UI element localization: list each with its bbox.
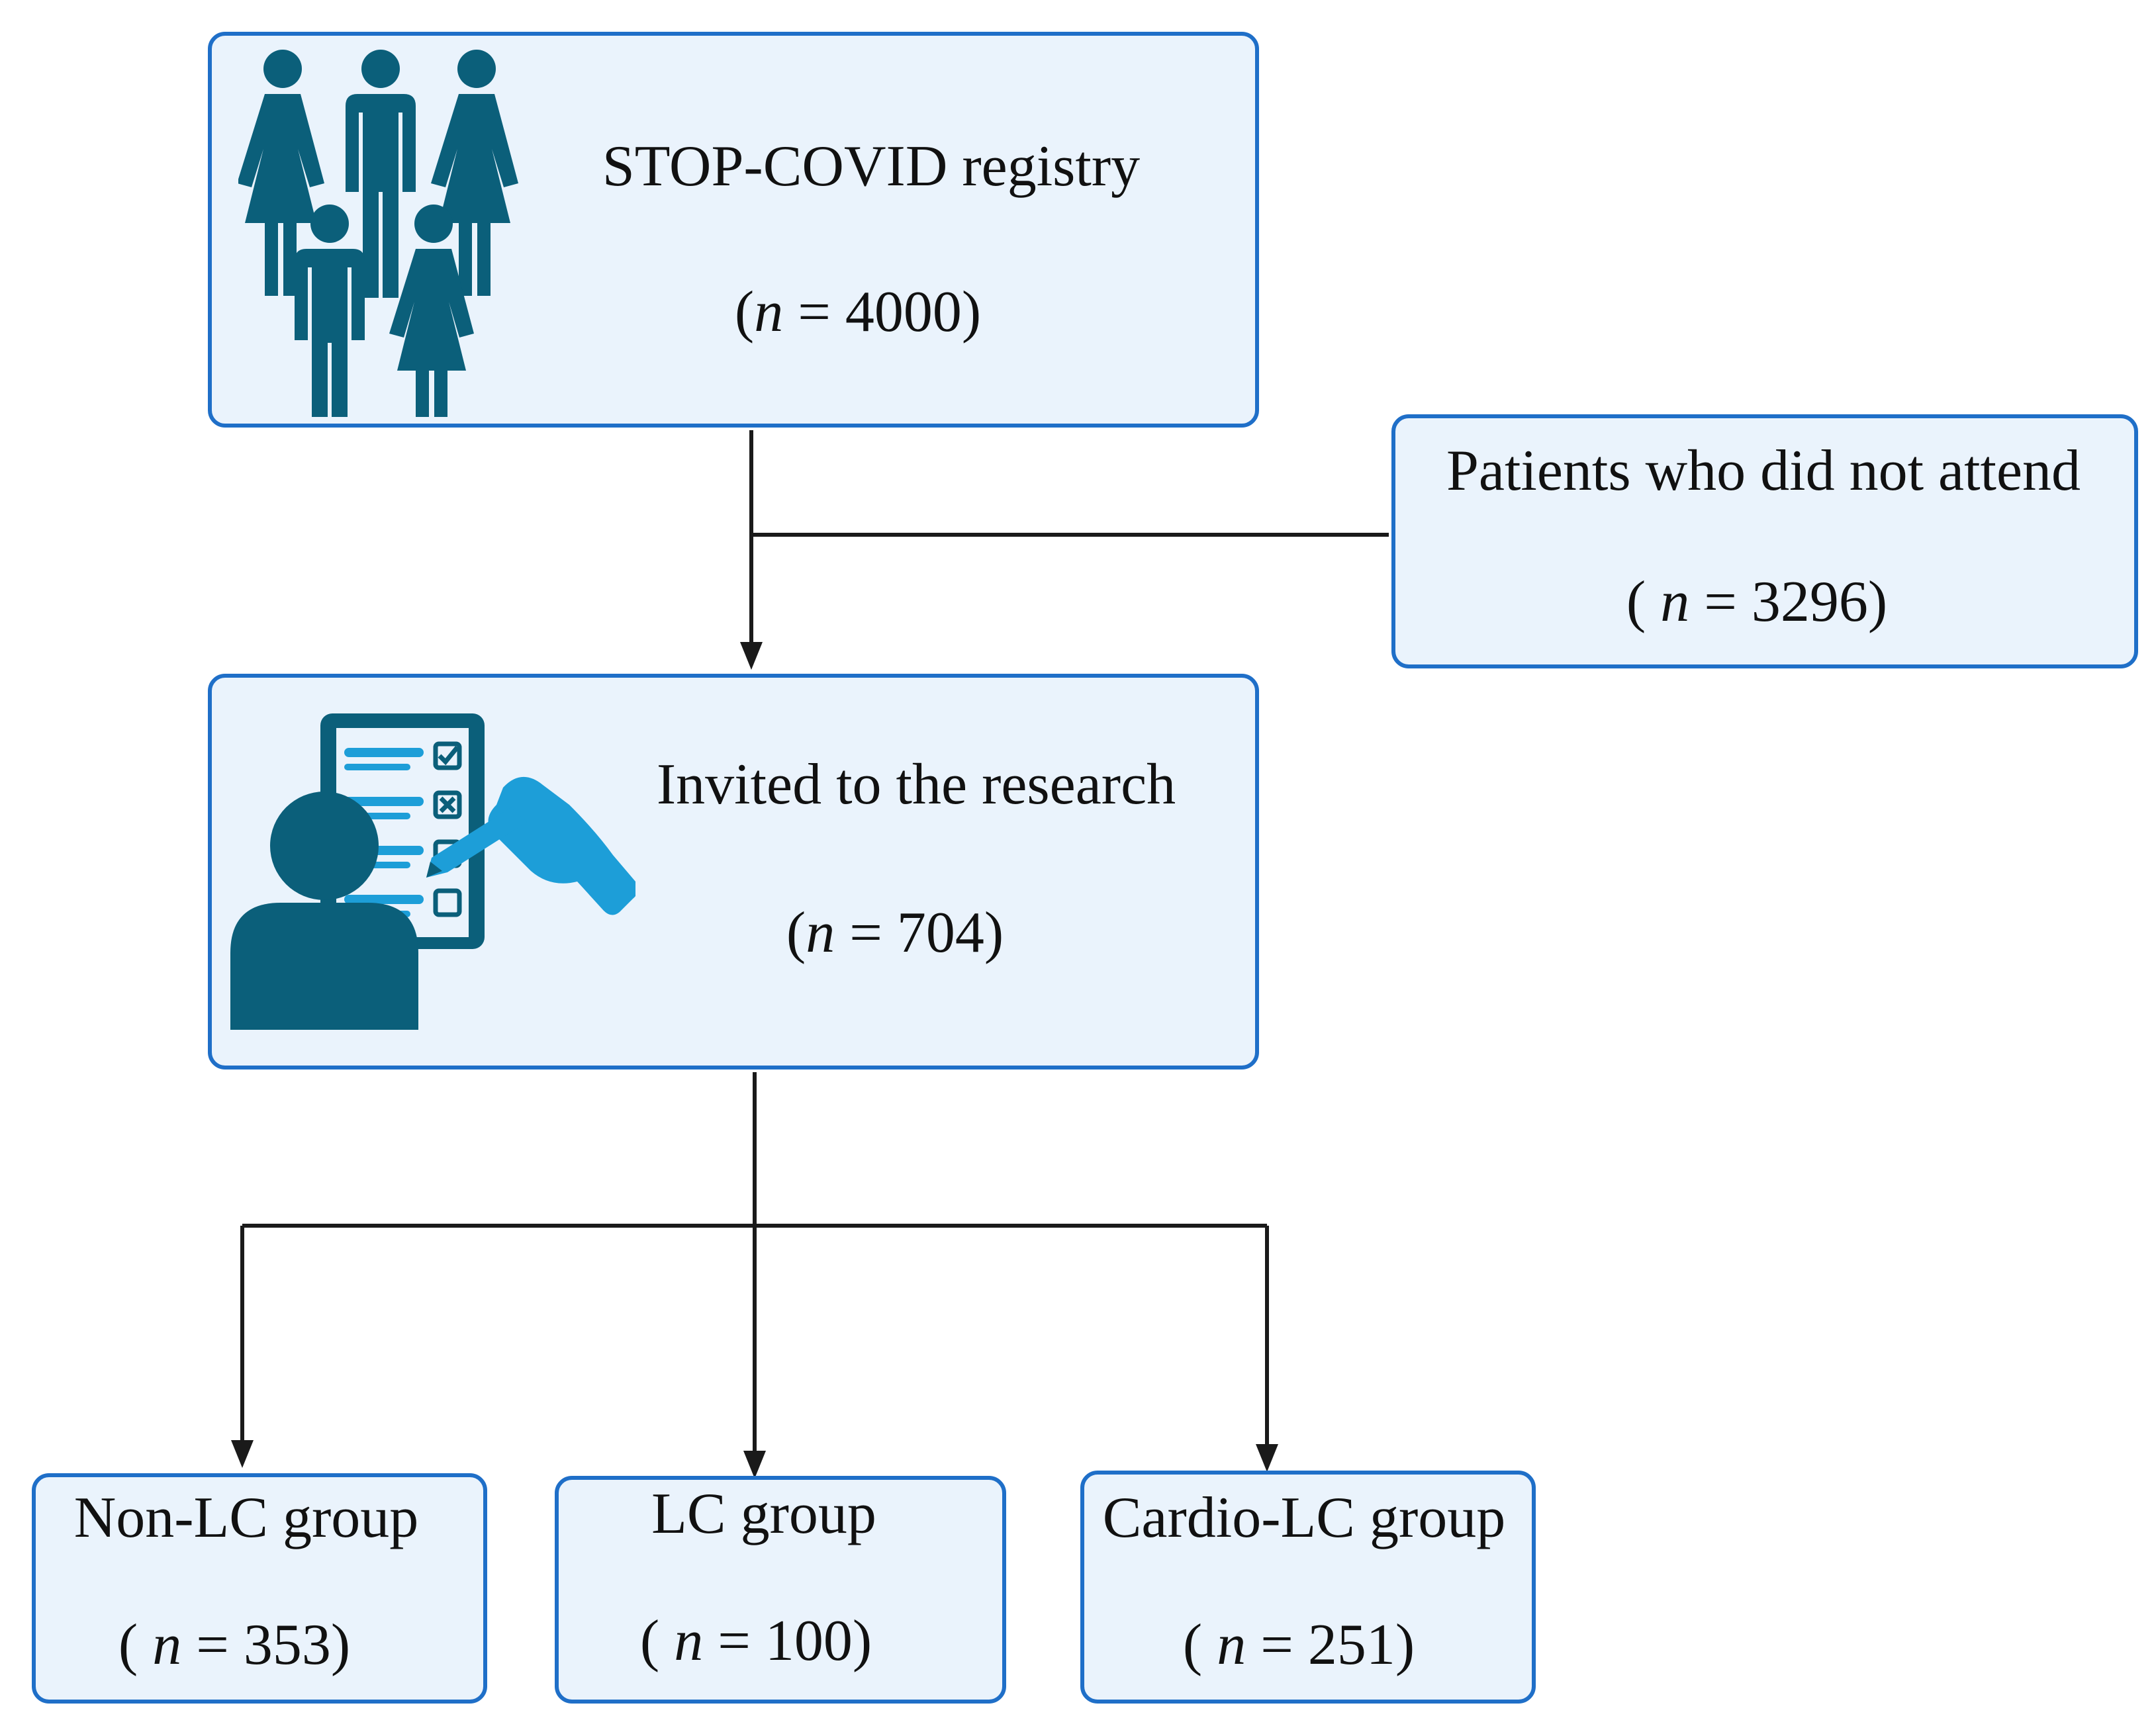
non-lc-count-open: ( xyxy=(118,1613,153,1677)
lc-count-n: n xyxy=(674,1609,704,1673)
non-lc-group-box xyxy=(32,1473,487,1704)
lc-group-title: LC group xyxy=(651,1482,876,1546)
non-lc-group-count: ( n = 353) xyxy=(118,1616,350,1674)
registry-count-n: n xyxy=(754,280,784,344)
invited-count-n: n xyxy=(806,901,835,965)
registry-count-rest: = 4000) xyxy=(783,280,982,344)
cardio-lc-count-rest: = 251) xyxy=(1246,1613,1415,1677)
lc-count-rest: = 100) xyxy=(703,1609,872,1673)
non-lc-group-title: Non-LC group xyxy=(73,1486,419,1550)
registry-count: (n = 4000) xyxy=(735,283,981,341)
cardio-lc-count-open: ( xyxy=(1182,1613,1217,1677)
lc-count-open: ( xyxy=(639,1609,675,1673)
cardio-lc-count-n: n xyxy=(1217,1613,1246,1677)
did-not-attend-title: Patients who did not attend xyxy=(1446,439,2081,503)
arrowhead-cardio-lc xyxy=(1256,1444,1278,1472)
did-not-attend-count-rest: = 3296) xyxy=(1689,570,1888,634)
invited-count: (n = 704) xyxy=(786,904,1004,962)
person-checklist-icon xyxy=(230,713,635,1030)
did-not-attend-count-n: n xyxy=(1660,570,1690,634)
did-not-attend-box xyxy=(1391,414,2138,668)
lc-group-count: ( n = 100) xyxy=(640,1612,872,1670)
did-not-attend-count: ( n = 3296) xyxy=(1626,573,1887,631)
cardio-lc-group-box xyxy=(1080,1471,1536,1704)
registry-title: STOP-COVID registry xyxy=(602,134,1141,199)
cardio-lc-group-count: ( n = 251) xyxy=(1183,1616,1415,1674)
arrowhead-invited xyxy=(740,642,763,670)
non-lc-count-n: n xyxy=(152,1613,182,1677)
cardio-lc-group-title: Cardio-LC group xyxy=(1102,1486,1506,1550)
lc-group-box xyxy=(555,1476,1006,1704)
did-not-attend-count-open: ( xyxy=(1626,570,1661,634)
invited-count-open: ( xyxy=(786,901,806,965)
arrowhead-non-lc xyxy=(231,1440,254,1468)
registry-count-open: ( xyxy=(734,280,755,344)
invited-count-rest: = 704) xyxy=(835,901,1004,965)
non-lc-count-rest: = 353) xyxy=(181,1613,351,1677)
people-group-icon xyxy=(238,50,518,417)
arrowhead-lc xyxy=(743,1451,766,1479)
invited-title: Invited to the research xyxy=(656,752,1176,817)
